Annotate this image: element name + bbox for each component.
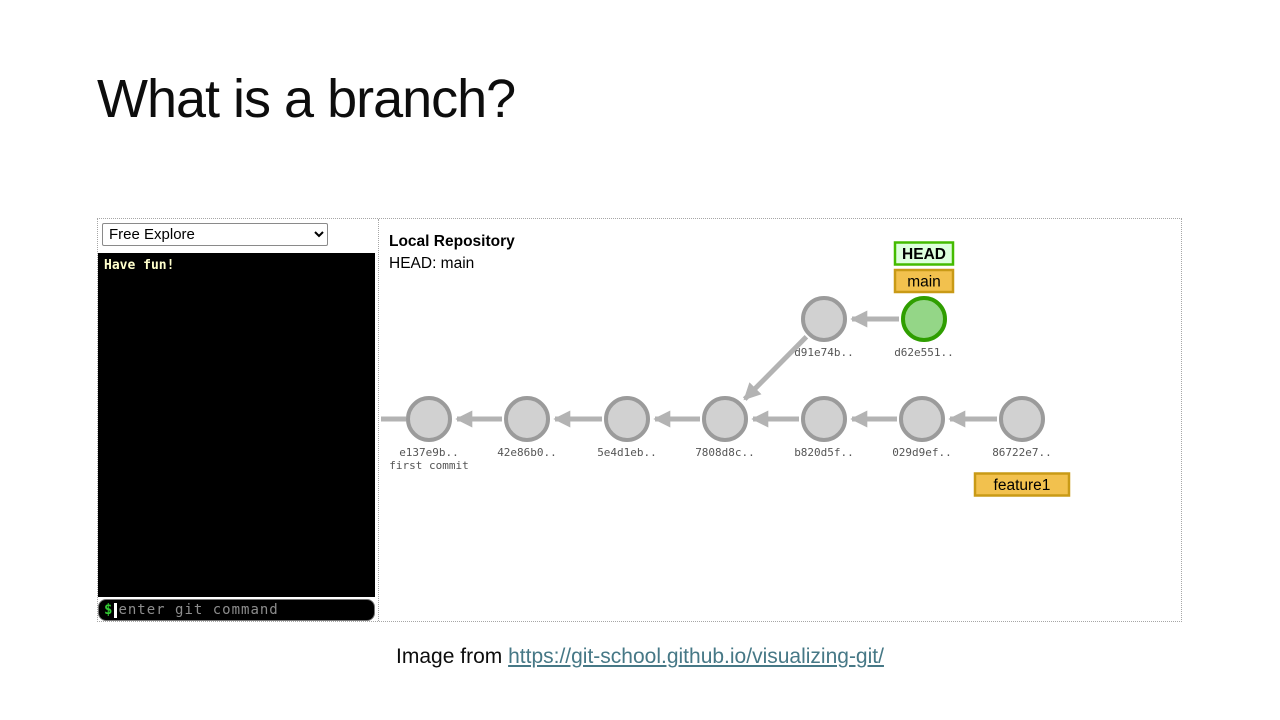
image-credit: Image from https://git-school.github.io/…: [0, 645, 1280, 669]
commit-graph: e137e9b..first commit 42e86b0.. 5e4d1eb.. 7…: [381, 241, 1071, 497]
commit-node: [406, 396, 452, 442]
branch-tag: [893, 268, 955, 294]
prompt-symbol: $: [104, 602, 113, 618]
visualizing-git-embed: Free Explore Have fun! $ Local Repositor…: [97, 218, 1182, 622]
repository-title: Local Repository: [389, 233, 515, 250]
terminal-output: Have fun!: [98, 253, 375, 597]
commit-hash: 7808d8c..: [695, 446, 755, 459]
git-command-input[interactable]: [118, 602, 369, 618]
repository-panel: Local Repository HEAD: main e137e9b..fir…: [378, 219, 1181, 621]
mode-select[interactable]: Free Explore: [102, 223, 328, 246]
branch-tag-label: feature1: [994, 477, 1051, 494]
commit-node: [604, 396, 650, 442]
commit-edge: [742, 335, 809, 401]
text-cursor: [114, 602, 118, 618]
caption-link[interactable]: https://git-school.github.io/visualizing…: [508, 645, 884, 668]
terminal-column: Free Explore Have fun! $: [98, 219, 375, 621]
commit-hash: 42e86b0..: [497, 446, 557, 459]
commit-hash: 86722e7..: [992, 446, 1052, 459]
commit-hash: d91e74b..: [794, 346, 854, 359]
commit-node: [899, 396, 945, 442]
commit-node: [801, 296, 847, 342]
terminal-message: Have fun!: [104, 258, 175, 273]
head-status: HEAD: main: [389, 255, 475, 272]
commit-note: first commit: [389, 459, 468, 472]
caption-text: Image from: [396, 645, 509, 668]
repository-header: Local Repository HEAD: main: [389, 231, 515, 275]
branch-tag: [973, 472, 1071, 497]
slide-title: What is a branch?: [97, 69, 516, 129]
commit-hash: d62e551..: [894, 346, 954, 359]
commit-node: [801, 396, 847, 442]
commit-hash: b820d5f..: [794, 446, 854, 459]
commit-node: [702, 396, 748, 442]
command-bar[interactable]: $: [98, 599, 375, 621]
head-tag: [893, 241, 955, 266]
commit-node: [504, 396, 550, 442]
commit-hash: 5e4d1eb..: [597, 446, 657, 459]
commit-hash: 029d9ef..: [892, 446, 952, 459]
branch-tag-label: main: [907, 274, 941, 291]
commit-node: [999, 396, 1045, 442]
commit-hash: e137e9b..: [399, 446, 459, 459]
head-tag-label: HEAD: [902, 246, 946, 263]
commit-node: [901, 296, 947, 342]
